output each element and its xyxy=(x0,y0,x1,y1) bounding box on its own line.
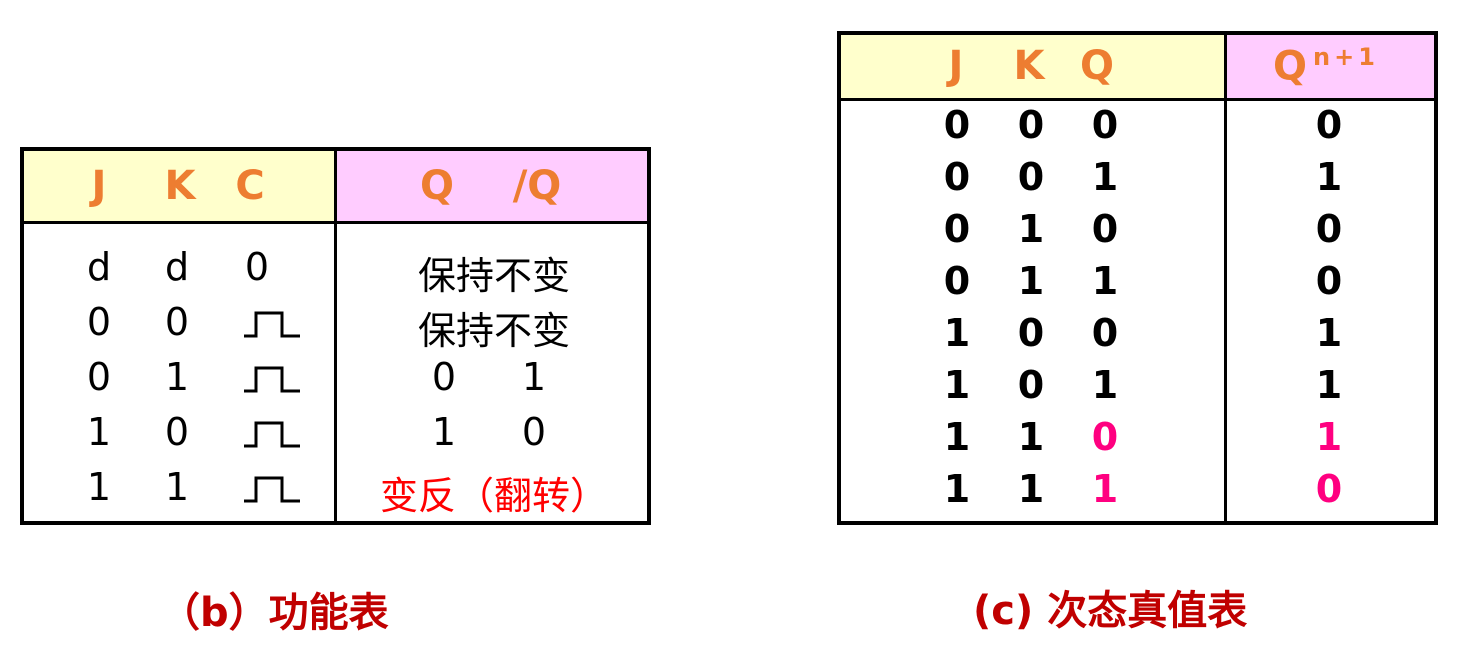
column-divider xyxy=(334,151,337,521)
header-divider xyxy=(24,221,647,224)
cell-k: 1 xyxy=(1017,467,1045,511)
cell-k: 0 xyxy=(1017,311,1045,355)
cell-k: 1 xyxy=(1017,207,1045,251)
cell-q-next-highlight: 1 xyxy=(1315,415,1343,459)
header-j: J xyxy=(948,43,964,89)
cell-k: 1 xyxy=(1017,259,1045,303)
next-state-header-inputs: J K Q xyxy=(841,35,1224,98)
cell-k: 0 xyxy=(164,410,190,454)
table-row: 0 0 1 1 xyxy=(841,155,1434,207)
cell-k: 1 xyxy=(164,465,190,509)
cell-q-next: 1 xyxy=(1315,363,1343,407)
clock-pulse-icon xyxy=(244,476,300,503)
cell-j: 1 xyxy=(86,465,112,509)
clock-pulse-icon xyxy=(244,366,300,393)
cell-j: 0 xyxy=(943,207,971,251)
table-row: 0 0 0 0 xyxy=(841,103,1434,155)
header-divider xyxy=(841,98,1434,101)
table-row: 1 1 1 0 xyxy=(841,467,1434,519)
function-table-caption: （b）功能表 xyxy=(160,590,389,636)
cell-not-q: 0 xyxy=(521,410,547,454)
cell-q: 1 xyxy=(1091,259,1119,303)
cell-j: 1 xyxy=(943,415,971,459)
function-table: J K C Q /Q d d 0 保持不变 0 0 保持不变 0 1 0 1 1… xyxy=(20,147,651,525)
cell-q-next: 0 xyxy=(1315,103,1343,147)
cell-q-highlight: 0 xyxy=(1091,415,1119,459)
cell-q: 保持不变 xyxy=(417,309,570,353)
header-superscript: n+1 xyxy=(1313,43,1379,71)
cell-j: 0 xyxy=(943,155,971,199)
table-row: 1 0 1 1 xyxy=(841,363,1434,415)
cell-q-next: 1 xyxy=(1315,311,1343,355)
cell-not-q: 1 xyxy=(521,355,547,399)
header-k: K xyxy=(1013,43,1045,89)
cell-q: 1 xyxy=(1091,155,1119,199)
cell-q-toggle: 变反（翻转） xyxy=(379,474,608,518)
table-row: 1 0 0 1 xyxy=(841,311,1434,363)
table-row: 0 1 0 0 xyxy=(841,207,1434,259)
header-c: C xyxy=(235,163,265,209)
cell-k: d xyxy=(164,245,190,289)
cell-k: 1 xyxy=(1017,415,1045,459)
cell-j: 0 xyxy=(943,103,971,147)
cell-q-next: 0 xyxy=(1315,259,1343,303)
cell-j: 1 xyxy=(86,410,112,454)
header-j: J xyxy=(91,163,107,209)
cell-q-next: 0 xyxy=(1315,207,1343,251)
cell-q-next: 1 xyxy=(1315,155,1343,199)
function-table-header-outputs: Q /Q xyxy=(337,151,647,221)
cell-j: 0 xyxy=(943,259,971,303)
clock-pulse-icon xyxy=(244,311,300,338)
cell-q-highlight: 1 xyxy=(1091,467,1119,511)
cell-q: 1 xyxy=(431,410,457,454)
column-divider xyxy=(1224,35,1227,521)
cell-k: 0 xyxy=(164,300,190,344)
cell-j: 0 xyxy=(86,300,112,344)
cell-j: 1 xyxy=(943,363,971,407)
cell-q: 0 xyxy=(1091,311,1119,355)
header-not-q: /Q xyxy=(512,163,562,209)
cell-j: 0 xyxy=(86,355,112,399)
next-state-table-caption: (c) 次态真值表 xyxy=(973,588,1248,634)
cell-q: 0 xyxy=(1091,103,1119,147)
cell-q: 0 xyxy=(1091,207,1119,251)
header-q: Q xyxy=(1079,43,1114,89)
cell-q: 0 xyxy=(431,355,457,399)
cell-j: d xyxy=(86,245,112,289)
cell-q: 保持不变 xyxy=(417,254,570,298)
cell-k: 0 xyxy=(1017,103,1045,147)
function-table-header-inputs: J K C xyxy=(24,151,334,221)
table-row: 1 1 0 1 xyxy=(841,415,1434,467)
cell-q-next-highlight: 0 xyxy=(1315,467,1343,511)
cell-j: 1 xyxy=(943,311,971,355)
cell-k: 1 xyxy=(164,355,190,399)
cell-k: 0 xyxy=(1017,155,1045,199)
header-q: Q xyxy=(419,163,454,209)
cell-q: 1 xyxy=(1091,363,1119,407)
clock-pulse-icon xyxy=(244,421,300,448)
cell-k: 0 xyxy=(1017,363,1045,407)
header-k: K xyxy=(164,163,196,209)
cell-c: 0 xyxy=(244,245,270,289)
cell-j: 1 xyxy=(943,467,971,511)
table-row: 0 1 1 0 xyxy=(841,259,1434,311)
